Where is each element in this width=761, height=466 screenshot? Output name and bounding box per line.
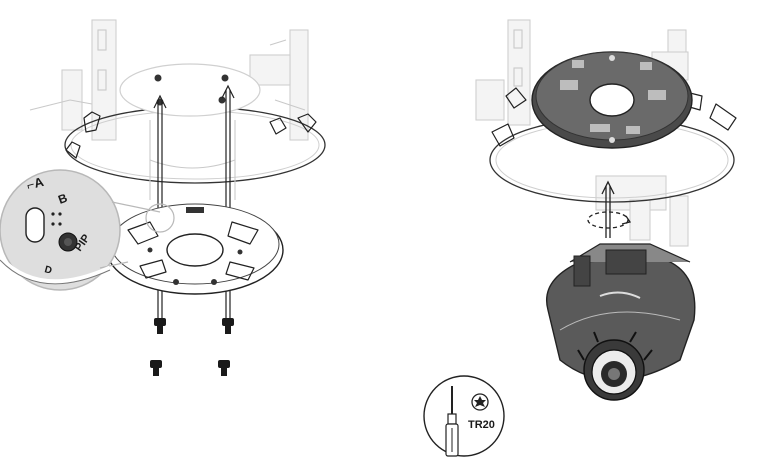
svg-text:⌐A: ⌐A: [25, 174, 46, 193]
ceiling-bracket-left: [475, 19, 531, 126]
detail-callout: ⌐A B PIP D: [0, 169, 175, 291]
ring-clips: [65, 111, 317, 159]
screwdriver-icon: [445, 386, 459, 457]
torx-icon: [471, 393, 489, 411]
camera-unit: [546, 243, 696, 401]
mounted-plate: [531, 51, 693, 149]
slot-icon: [25, 207, 45, 243]
tool-callout: TR20: [423, 375, 505, 457]
ceiling-ring: [64, 106, 326, 184]
left-step-illustration: ⌐A B PIP D: [0, 19, 326, 376]
right-step-illustration: TR20: [423, 19, 737, 457]
ceiling-bracket-right: [249, 29, 309, 141]
callout-label-d: D: [43, 264, 53, 276]
screws: [150, 318, 234, 376]
ceiling-plate: [119, 63, 261, 117]
rotation-arrow: [587, 180, 632, 238]
mounting-plate: [106, 203, 284, 295]
callout-label-a: A: [32, 174, 46, 191]
tool-label: TR20: [468, 419, 495, 431]
